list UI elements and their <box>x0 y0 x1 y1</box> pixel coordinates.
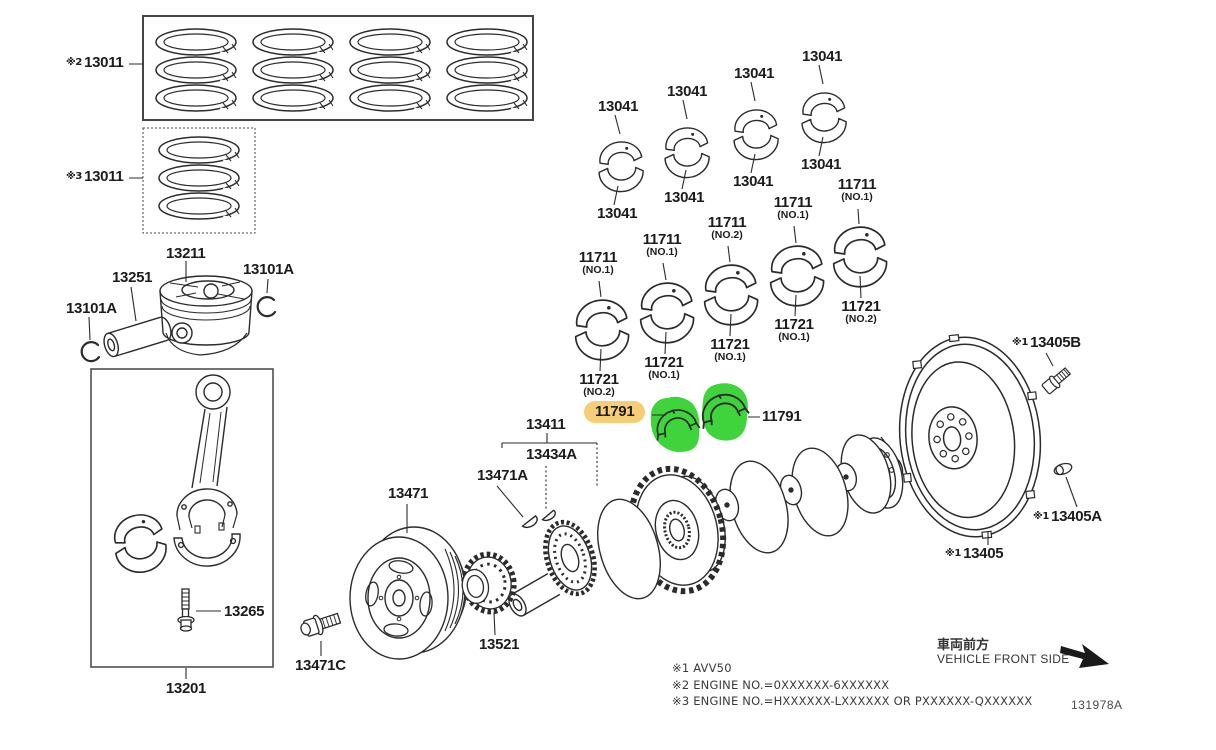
note-ref-2: ※2 <box>66 57 83 68</box>
part-label-13041-top-3[interactable]: 13041 <box>734 65 775 82</box>
part-label-13041-bottom-1[interactable]: 13041 <box>597 205 638 222</box>
bearing-position: (NO.1) <box>777 209 809 221</box>
connecting-rod-drawing <box>107 374 241 579</box>
part-label-13211[interactable]: 13211 <box>166 245 206 262</box>
part-number: 13405A <box>1051 508 1102 525</box>
part-label-13434A[interactable]: 13434A <box>526 446 577 463</box>
part-label-13041-bottom-3[interactable]: 13041 <box>733 173 774 190</box>
group-boxes <box>90 15 534 668</box>
part-number: 13405B <box>1030 334 1081 351</box>
note-ref-1: ※1 <box>1033 511 1050 522</box>
part-label-13251[interactable]: 13251 <box>112 269 153 286</box>
part-number: 11711 <box>773 194 813 211</box>
bearing-position: (NO.1) <box>714 351 746 363</box>
footnote-2: ※2 ENGINE NO.=0XXXXXX-6XXXXXX <box>672 678 890 692</box>
flywheel-bolt-drawing <box>1041 367 1072 395</box>
pin-snap-rings <box>80 296 277 363</box>
pulley-bolt-drawing <box>300 612 342 637</box>
footnote-1: ※1 AVV50 <box>672 661 732 675</box>
bearing-position: (NO.2) <box>711 229 743 241</box>
figure-code: 131978A <box>1071 698 1123 712</box>
bearing-position: (NO.1) <box>778 331 810 343</box>
vehicle-front-label-jp: 車両前方 <box>937 638 990 653</box>
part-label-11711-4[interactable]: 11711(NO.1) <box>773 194 813 221</box>
part-label-13041-top-4[interactable]: 13041 <box>802 48 843 65</box>
part-number: 13011 <box>84 54 124 71</box>
part-number: 11711 <box>642 231 682 248</box>
part-label-13041-bottom-2[interactable]: 13041 <box>664 189 705 206</box>
crankshaft-drawing <box>508 434 904 617</box>
note-ref-1: ※1 <box>1012 337 1029 348</box>
vehicle-front-arrow <box>1060 644 1109 668</box>
part-number: 11721 <box>841 298 881 315</box>
part-label-13471[interactable]: 13471 <box>388 485 429 502</box>
part-label-11711-1[interactable]: 11711(NO.1) <box>578 249 618 276</box>
bearing-position: (NO.1) <box>648 369 680 381</box>
piston-drawing <box>159 275 253 356</box>
part-number: 11721 <box>644 354 684 371</box>
note-ref-1: ※1 <box>945 548 962 559</box>
part-number: 11711 <box>837 176 877 193</box>
leader-lines <box>88 63 1078 679</box>
flywheel-pin-drawing <box>1053 462 1073 476</box>
bearing-position: (NO.1) <box>646 246 678 258</box>
note-ref-3: ※3 <box>66 171 83 182</box>
bearing-position: (NO.1) <box>841 191 873 203</box>
footnote-3: ※3 ENGINE NO.=HXXXXXX-LXXXXXX OR PXXXXXX… <box>672 694 1033 708</box>
part-label-11721-3[interactable]: 11721(NO.1) <box>710 336 750 363</box>
part-label-13471A[interactable]: 13471A <box>477 467 528 484</box>
part-number: 11711 <box>578 249 618 266</box>
part-label-11721-1[interactable]: 11721(NO.2) <box>579 371 619 398</box>
vehicle-front-label-en: VEHICLE FRONT SIDE <box>937 652 1070 666</box>
part-label-13411[interactable]: 13411 <box>526 416 566 433</box>
part-number: 11721 <box>710 336 750 353</box>
part-label-11711-2[interactable]: 11711(NO.1) <box>642 231 682 258</box>
part-label-13265[interactable]: 13265 <box>224 603 265 620</box>
part-label-11711-5[interactable]: 11711(NO.1) <box>837 176 877 203</box>
part-label-11711-3[interactable]: 11711(NO.2) <box>707 214 747 241</box>
bearing-position: (NO.2) <box>583 386 615 398</box>
bearing-position: (NO.1) <box>582 264 614 276</box>
bearing-position: (NO.2) <box>845 313 877 325</box>
part-label-11791-highlighted[interactable]: 11791 <box>584 401 646 423</box>
part-label-13521[interactable]: 13521 <box>479 636 520 653</box>
thrust-washers-highlighted[interactable] <box>650 383 751 453</box>
part-label-11791-right[interactable]: 11791 <box>762 408 802 425</box>
part-number: 11721 <box>774 316 814 333</box>
piston-pin-drawing <box>103 316 172 358</box>
part-label-13471C[interactable]: 13471C <box>295 657 346 674</box>
part-label-13041-top-2[interactable]: 13041 <box>667 83 708 100</box>
part-label-11721-2[interactable]: 11721(NO.1) <box>644 354 684 381</box>
part-label-13041-bottom-4[interactable]: 13041 <box>801 156 842 173</box>
part-label-13201[interactable]: 13201 <box>165 680 207 697</box>
part-label-13101A-right[interactable]: 13101A <box>243 261 294 278</box>
part-number: 13405 <box>963 545 1004 562</box>
part-number: 11711 <box>707 214 747 231</box>
part-number: 11721 <box>579 371 619 388</box>
crank-gear-drawing <box>461 551 517 615</box>
rod-bolt-drawing <box>177 588 195 632</box>
part-label-11721-5[interactable]: 11721(NO.2) <box>841 298 881 325</box>
part-label-13041-top-1[interactable]: 13041 <box>598 98 639 115</box>
pulley-drawing <box>349 526 468 660</box>
flywheel-drawing <box>898 334 1042 539</box>
part-label-11721-4[interactable]: 11721(NO.1) <box>774 316 814 343</box>
part-number: 13011 <box>84 168 124 185</box>
part-label-13101A-left[interactable]: 13101A <box>66 300 117 317</box>
